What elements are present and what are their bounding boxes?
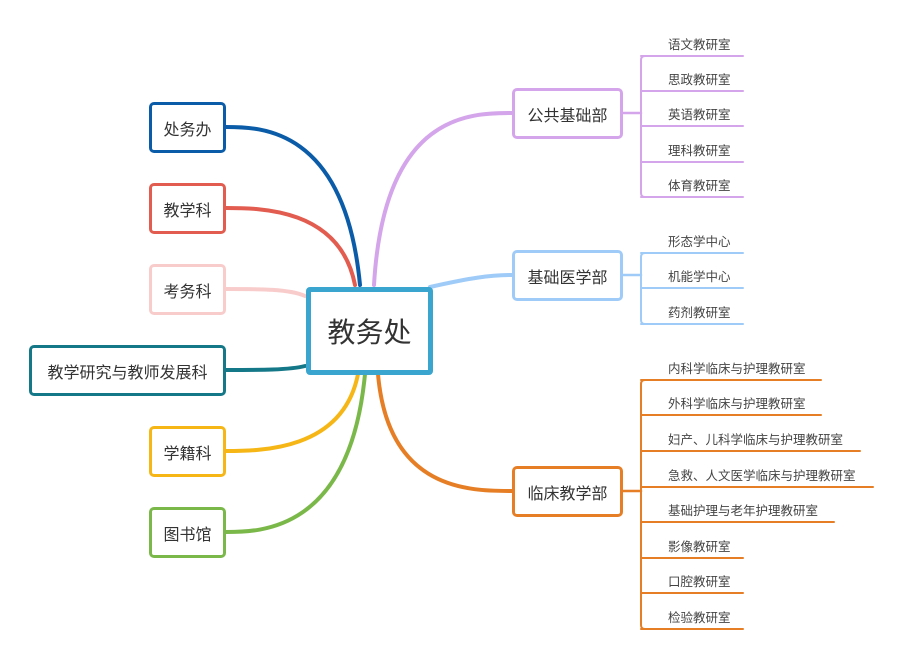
branch-line <box>372 111 514 287</box>
branch-node[interactable]: 基础医学部 <box>512 250 623 301</box>
child-node[interactable]: 药剂教研室 <box>668 305 731 320</box>
branch-line <box>224 372 360 453</box>
child-node[interactable]: 影像教研室 <box>668 539 731 554</box>
branch-node[interactable]: 教学科 <box>149 183 226 234</box>
branch-line <box>224 372 367 534</box>
child-node[interactable]: 形态学中心 <box>668 234 731 249</box>
child-node[interactable]: 口腔教研室 <box>668 574 731 589</box>
child-node[interactable]: 理科教研室 <box>668 143 731 158</box>
branch-line <box>224 287 307 298</box>
child-node[interactable]: 英语教研室 <box>668 107 731 122</box>
child-node[interactable]: 急救、人文医学临床与护理教研室 <box>668 468 856 483</box>
branch-node[interactable]: 处务办 <box>149 102 226 153</box>
branch-line <box>224 364 307 372</box>
branch-line <box>224 206 357 287</box>
child-node[interactable]: 检验教研室 <box>668 610 731 625</box>
branch-line <box>428 273 514 289</box>
child-node[interactable]: 基础护理与老年护理教研室 <box>668 503 819 518</box>
branch-node[interactable]: 图书馆 <box>149 507 226 558</box>
child-node[interactable]: 内科学临床与护理教研室 <box>668 361 806 376</box>
branch-node[interactable]: 临床教学部 <box>512 466 623 517</box>
child-node[interactable]: 体育教研室 <box>668 178 731 193</box>
branch-node[interactable]: 考务科 <box>149 264 226 315</box>
branch-line <box>224 125 362 287</box>
branch-line <box>376 372 514 493</box>
root-node[interactable]: 教务处 <box>306 287 433 375</box>
child-node[interactable]: 妇产、儿科学临床与护理教研室 <box>668 432 844 447</box>
child-node[interactable]: 思政教研室 <box>668 72 731 87</box>
branch-node[interactable]: 公共基础部 <box>512 88 623 139</box>
branch-node[interactable]: 学籍科 <box>149 426 226 477</box>
child-bracket <box>640 379 646 630</box>
child-node[interactable]: 语文教研室 <box>668 37 731 52</box>
child-node[interactable]: 机能学中心 <box>668 269 731 284</box>
child-node[interactable]: 外科学临床与护理教研室 <box>668 396 806 411</box>
branch-node[interactable]: 教学研究与教师发展科 <box>29 345 226 396</box>
